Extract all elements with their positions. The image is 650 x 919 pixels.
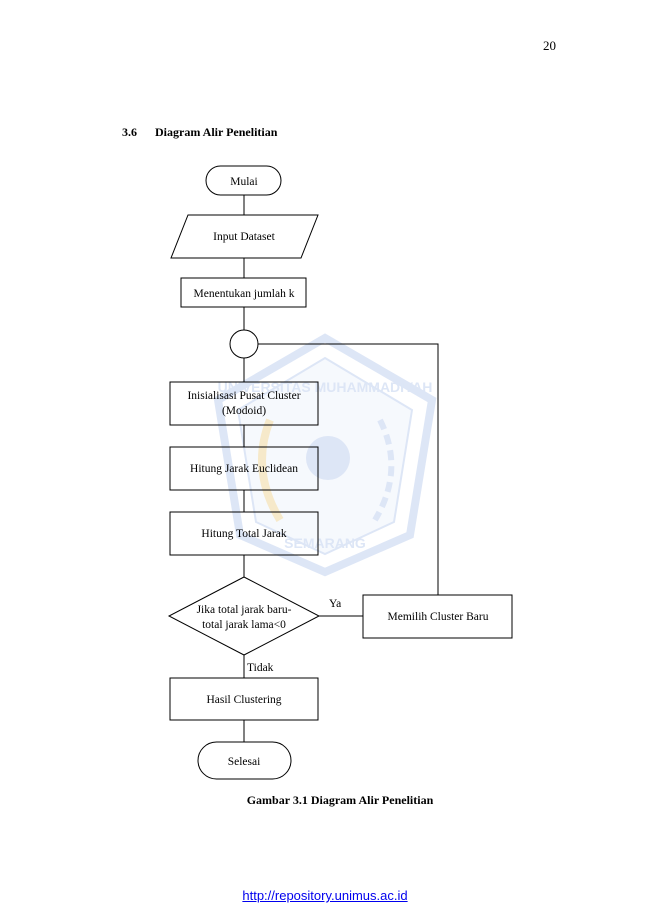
- result-box: [169, 677, 319, 721]
- euclid-box: [169, 446, 319, 491]
- start-terminator: [205, 165, 282, 196]
- input-label: Input Dataset: [213, 231, 275, 243]
- end-terminator: [197, 741, 292, 780]
- loop-junction: [229, 329, 259, 359]
- new-cluster-box: [362, 594, 513, 639]
- new-cluster-label: Memilih Cluster Baru: [388, 611, 489, 623]
- init-label-line1: Inisialisasi Pusat Cluster: [187, 390, 300, 402]
- init-box: [169, 381, 319, 426]
- watermark-bottom-text: SEMARANG: [284, 535, 366, 551]
- section-heading: 3.6 Diagram Alir Penelitian: [122, 125, 277, 140]
- step-k-label: Menentukan jumlah k: [194, 288, 295, 300]
- watermark-top-text: UNIVERSITAS MUHAMMADIYAH: [218, 379, 433, 395]
- decision-label-line1: Jika total jarak baru-: [197, 604, 292, 616]
- no-label: Tidak: [247, 662, 274, 674]
- step-k-box: [180, 277, 307, 308]
- repository-link[interactable]: http://repository.unimus.ac.id: [242, 888, 408, 903]
- yes-label: Ya: [329, 598, 341, 610]
- end-label: Selesai: [228, 756, 261, 768]
- start-label: Mulai: [230, 176, 257, 188]
- input-parallelogram: [170, 214, 319, 259]
- total-label: Hitung Total Jarak: [201, 528, 286, 540]
- decision-label-line2: total jarak lama<0: [202, 619, 286, 631]
- university-logo-watermark: UNIVERSITAS MUHAMMADIYAH SEMARANG: [213, 333, 437, 577]
- figure-caption: Gambar 3.1 Diagram Alir Penelitian: [246, 793, 434, 807]
- init-label-line2: (Modoid): [222, 405, 266, 417]
- connector-loop-back: [258, 343, 439, 595]
- section-title: Diagram Alir Penelitian: [155, 125, 278, 139]
- decision-diamond: [167, 576, 321, 656]
- euclid-label: Hitung Jarak Euclidean: [190, 463, 298, 475]
- result-label: Hasil Clustering: [206, 694, 281, 706]
- page-number: 20: [543, 38, 556, 53]
- section-number: 3.6: [122, 125, 137, 139]
- total-box: [169, 511, 319, 556]
